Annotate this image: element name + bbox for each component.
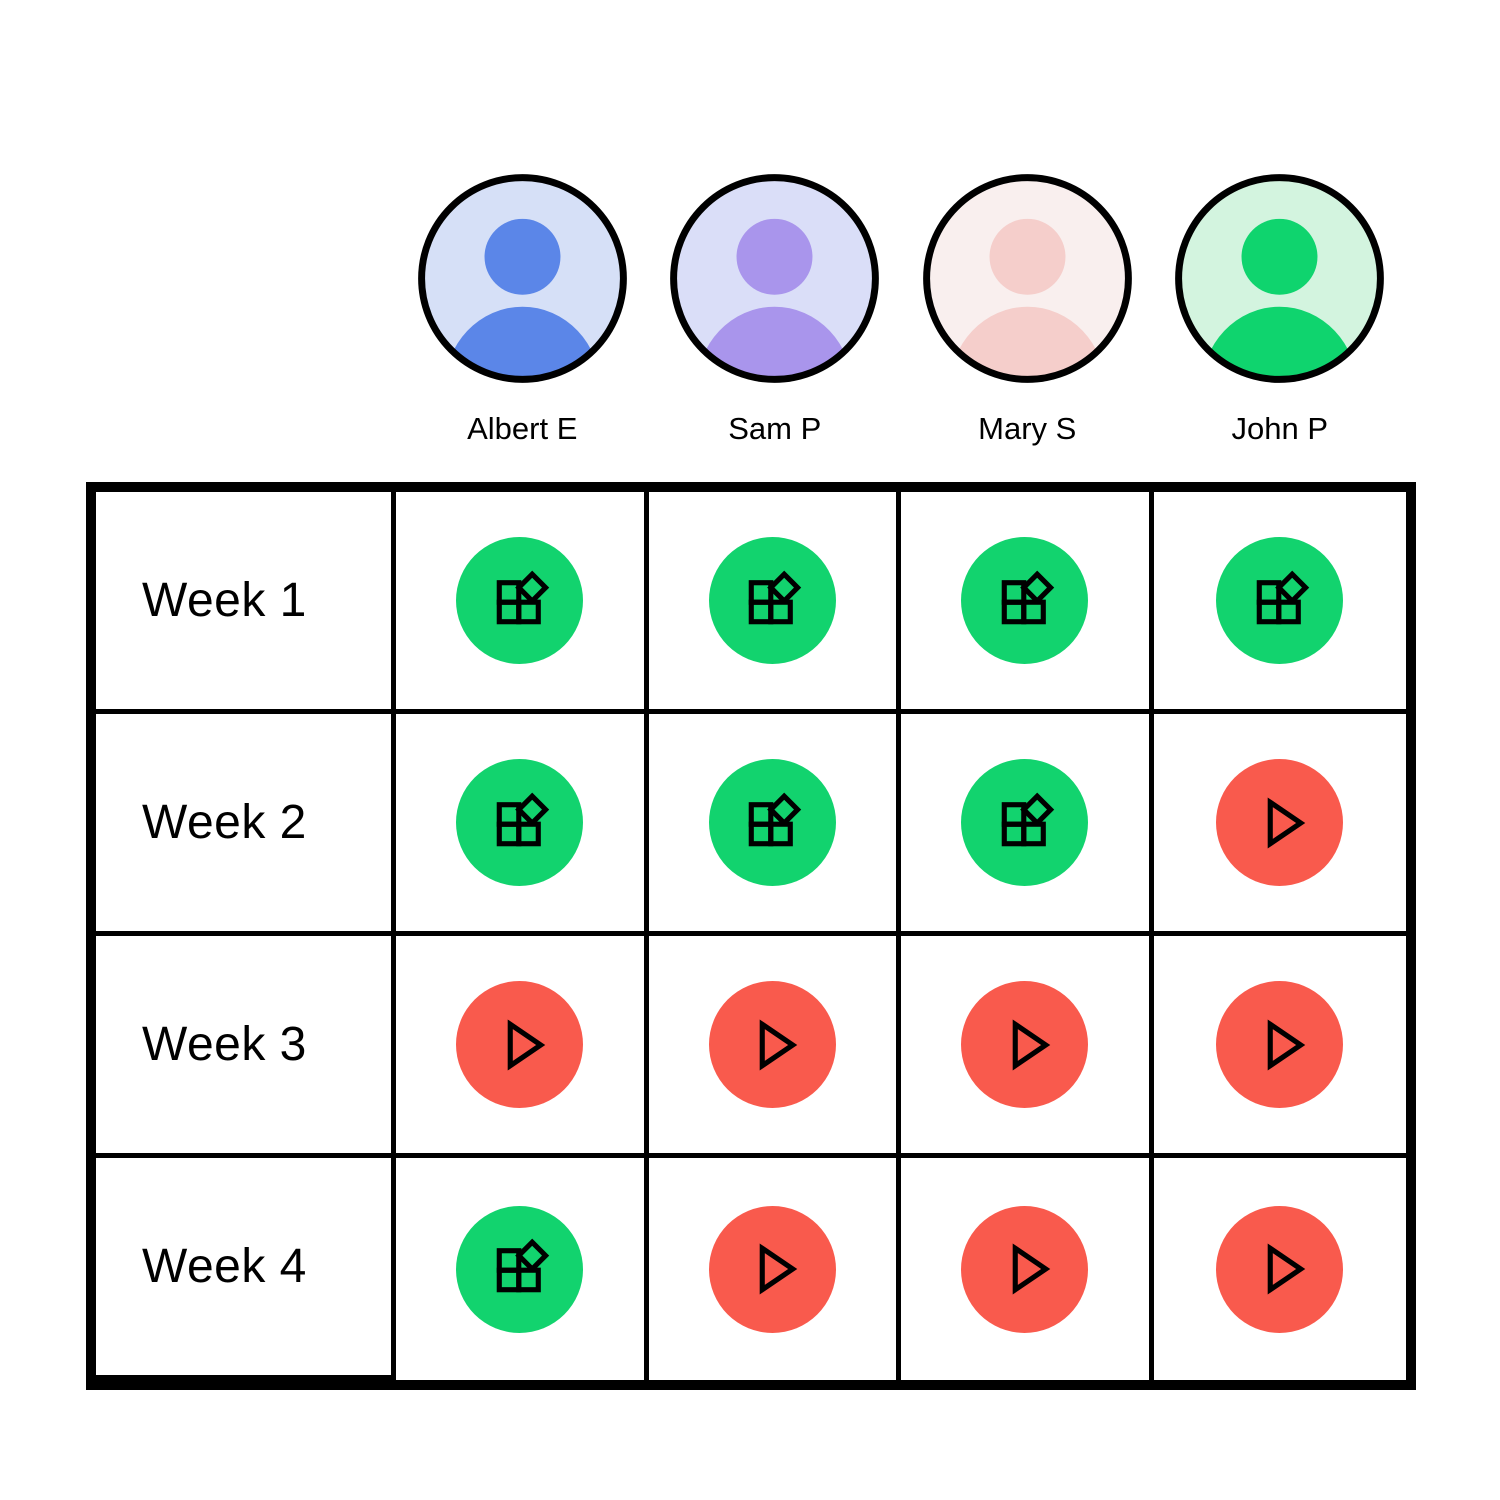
person-mary-s: Mary S	[901, 170, 1154, 444]
status-cell	[648, 936, 901, 1158]
avatar-icon	[1175, 174, 1385, 383]
week-label: Week 3	[96, 936, 396, 1158]
status-cell	[1153, 714, 1406, 936]
status-cell	[901, 1158, 1154, 1380]
status-cell	[901, 714, 1154, 936]
week-label: Week 1	[96, 492, 396, 714]
status-play-icon	[961, 981, 1089, 1108]
avatar-icon	[922, 174, 1132, 383]
status-cell	[396, 936, 649, 1158]
status-play-icon	[1216, 759, 1344, 886]
status-cell	[396, 492, 649, 714]
status-cell	[396, 714, 649, 936]
status-cell	[396, 1158, 649, 1380]
status-cell	[649, 1158, 901, 1380]
status-blocks-icon	[961, 537, 1089, 664]
status-blocks-icon	[456, 1205, 584, 1333]
status-play-icon	[708, 1205, 836, 1333]
status-cell	[1153, 492, 1406, 714]
status-blocks-icon	[708, 537, 836, 664]
status-cell	[648, 714, 901, 936]
status-cell	[901, 492, 1154, 714]
status-cell	[1153, 936, 1406, 1158]
status-play-icon	[708, 981, 836, 1108]
person-albert-e: Albert E	[396, 170, 649, 444]
person-john-p: John P	[1154, 170, 1407, 444]
status-play-icon	[961, 1205, 1089, 1333]
status-play-icon	[1216, 1205, 1344, 1333]
person-name: John P	[1231, 411, 1328, 446]
status-cell	[1154, 1158, 1407, 1380]
header-spacer	[96, 170, 396, 444]
status-blocks-icon	[456, 759, 584, 886]
avatar-icon	[670, 174, 880, 383]
status-blocks-icon	[961, 759, 1089, 886]
status-blocks-icon	[456, 537, 584, 664]
people-header: Albert E Sam P	[86, 170, 1416, 444]
person-name: Sam P	[728, 411, 822, 446]
status-cell	[648, 492, 901, 714]
status-table: Week 1	[86, 482, 1416, 1390]
status-play-icon	[456, 981, 584, 1108]
person-name: Albert E	[467, 411, 578, 446]
person-sam-p: Sam P	[649, 170, 902, 444]
week-label: Week 4	[96, 1158, 396, 1380]
status-cell	[901, 936, 1154, 1158]
person-name: Mary S	[978, 411, 1077, 446]
week-label: Week 2	[96, 714, 396, 936]
status-play-icon	[1216, 981, 1344, 1108]
avatar-icon	[417, 174, 627, 383]
status-blocks-icon	[708, 759, 836, 886]
status-blocks-icon	[1216, 537, 1344, 664]
